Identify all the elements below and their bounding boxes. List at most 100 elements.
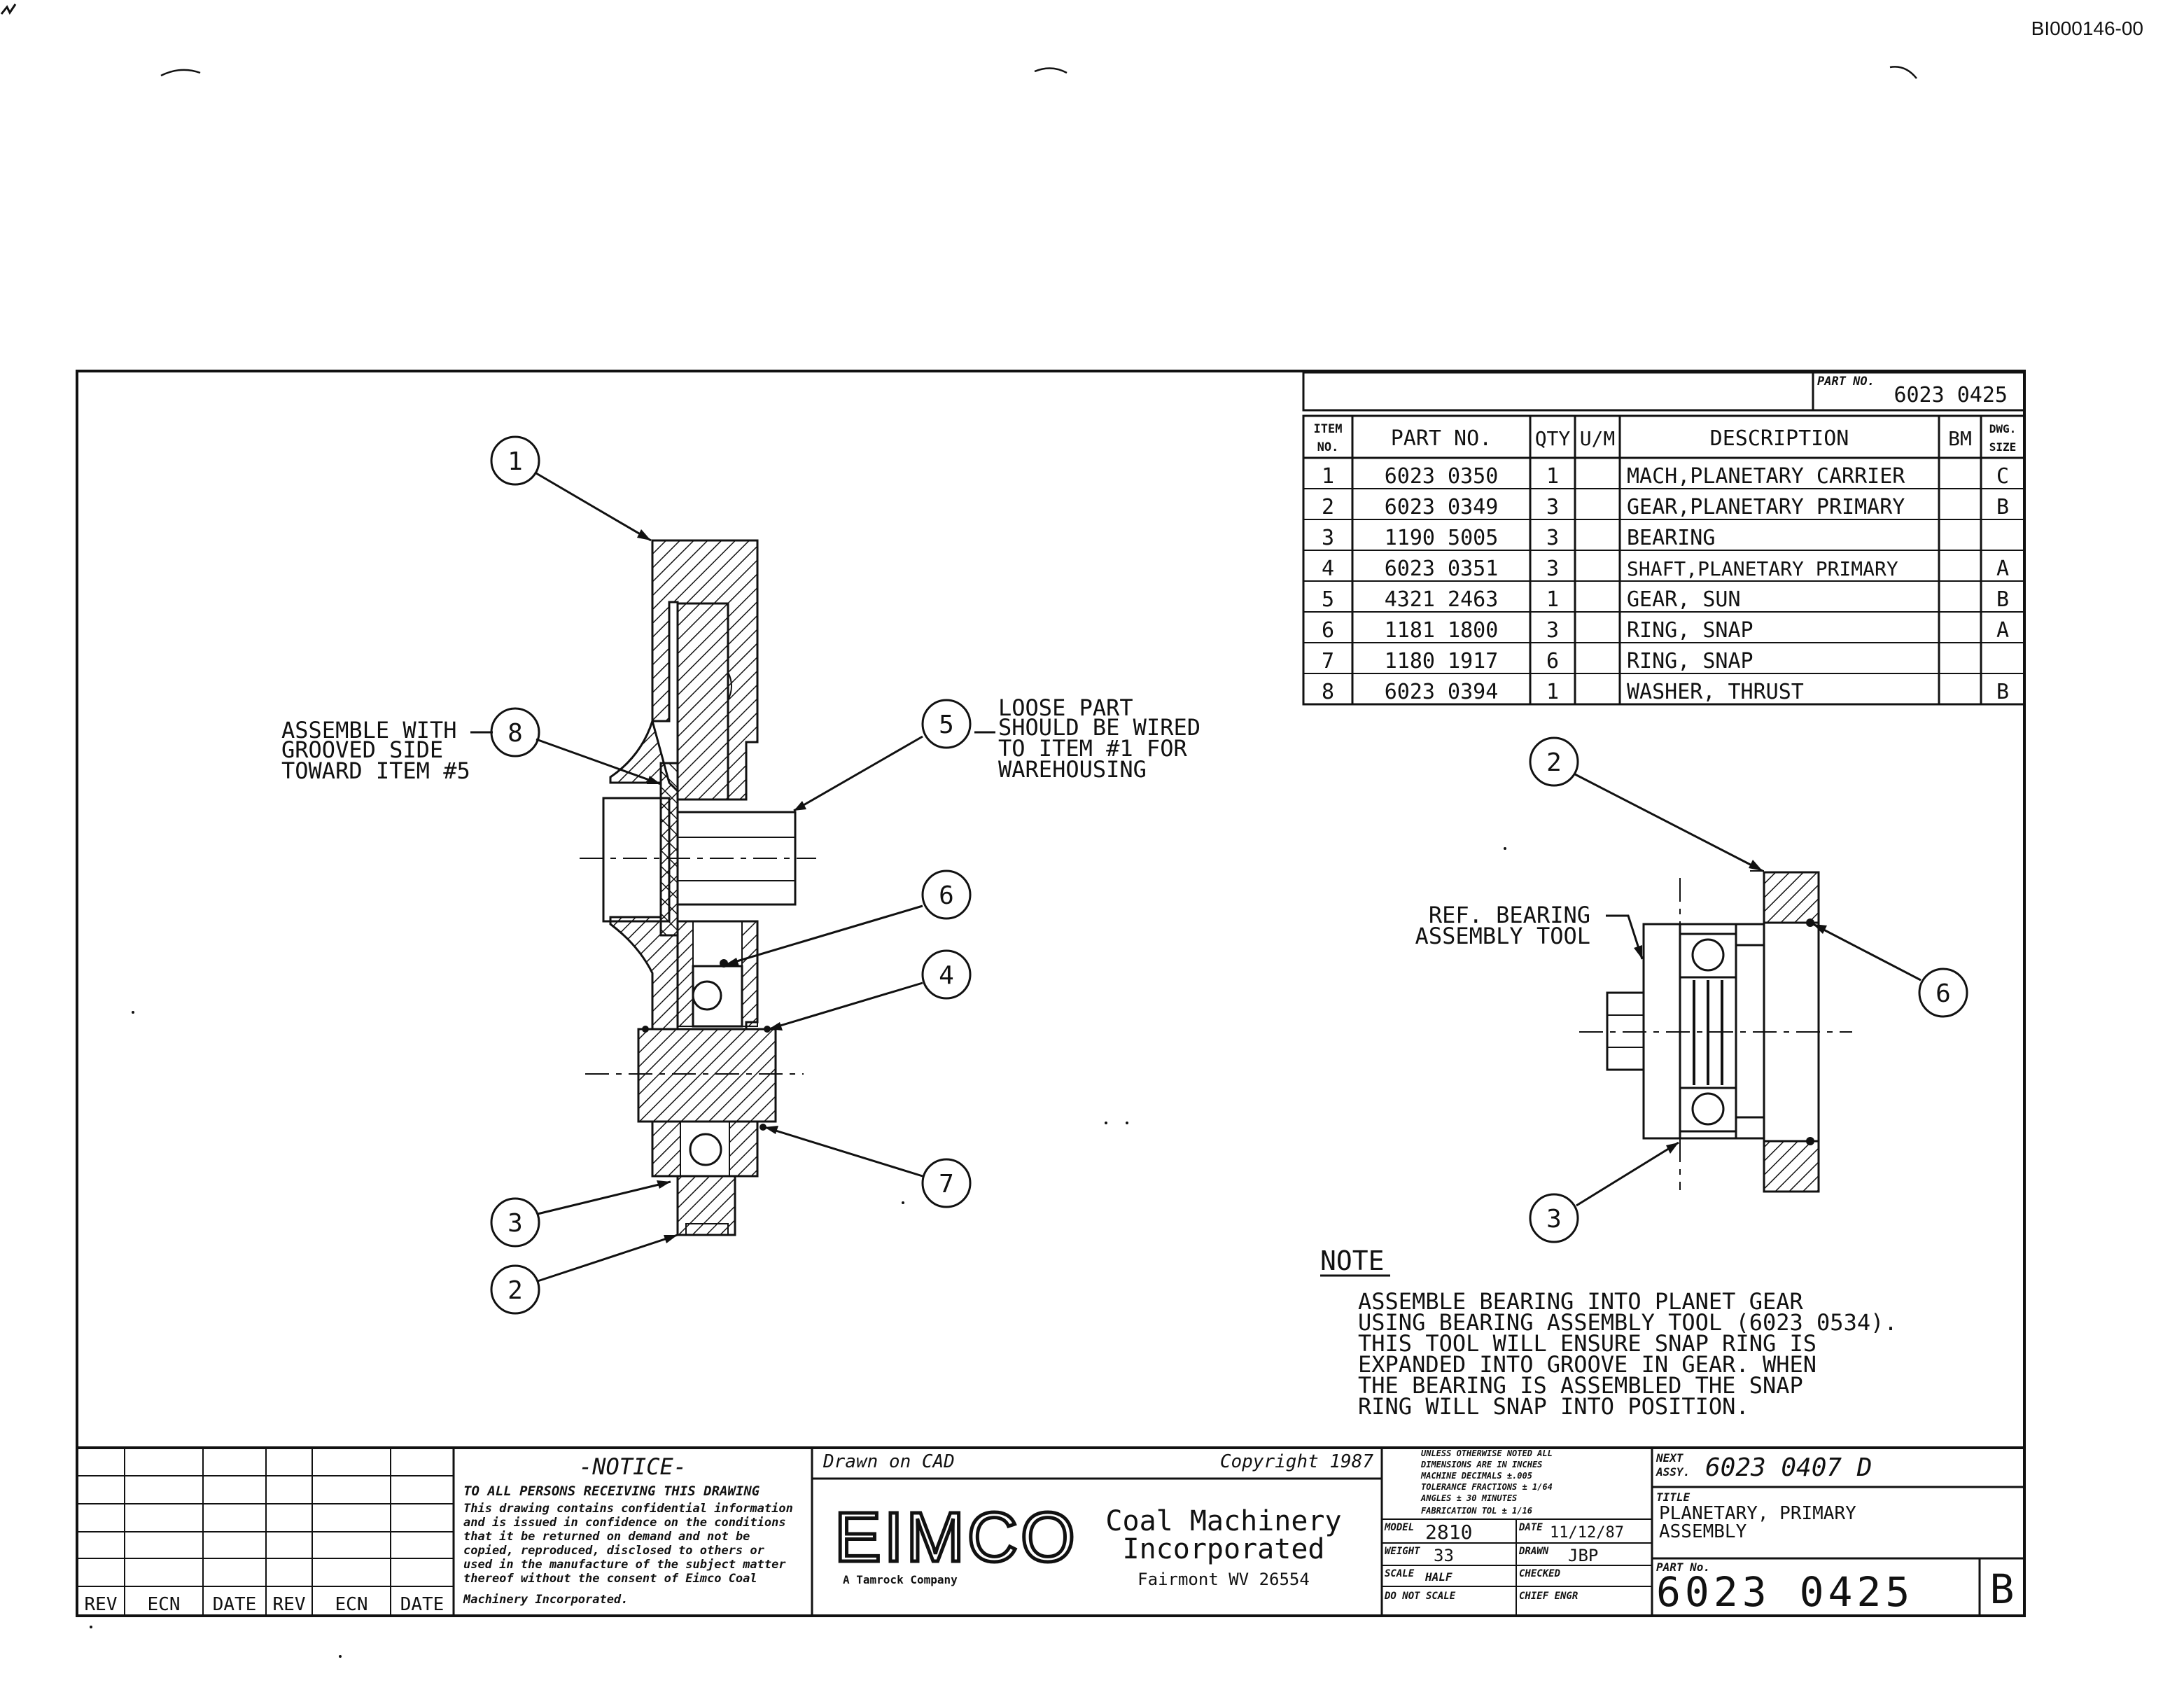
- balloon-label: 6: [939, 881, 954, 910]
- part-no-value: 6023 0425: [1893, 383, 2008, 407]
- bom-cell-dwg: B: [1996, 587, 2009, 612]
- balloon: 7: [921, 1158, 972, 1208]
- company-panel: Drawn on CAD Copyright 1987 EIMCO A Tamr…: [812, 1448, 1383, 1616]
- bom-cell-qty: 3: [1546, 526, 1559, 550]
- carrier-relief: [727, 671, 732, 701]
- svg-text:TITLE: TITLE: [1656, 1490, 1690, 1504]
- bom-cell-item: 6: [1322, 618, 1334, 643]
- bom-cell-dwg: A: [1996, 618, 2009, 643]
- note-block: NOTE ASSEMBLE BEARING INTO PLANET GEAR U…: [1320, 1245, 1898, 1420]
- drawn-on-cad: Drawn on CAD: [822, 1451, 955, 1472]
- weight-value: 33: [1434, 1546, 1454, 1565]
- bom-cell-desc: BEARING: [1627, 526, 1715, 550]
- bom-header-bm: BM: [1948, 427, 1972, 450]
- drawing-title: PLANETARY, PRIMARY: [1659, 1503, 1856, 1524]
- bom-cell-part: 6023 0350: [1385, 464, 1499, 489]
- notice-line: Machinery Incorporated.: [463, 1593, 628, 1607]
- notice-line: used in the manufacture of the subject m…: [463, 1558, 786, 1572]
- bom-cell-part: 6023 0349: [1385, 495, 1499, 519]
- balloon-label: 8: [507, 719, 523, 748]
- svg-text:CHECKED: CHECKED: [1519, 1568, 1560, 1579]
- svg-text:TO ITEM #1 FOR: TO ITEM #1 FOR: [998, 735, 1187, 762]
- bom-row: 5 4321 2463 1 GEAR, SUN B: [1322, 587, 2009, 612]
- bom-cell-qty: 6: [1546, 649, 1559, 673]
- svg-text:MODEL: MODEL: [1384, 1522, 1414, 1533]
- balloon: 3: [1529, 1193, 1579, 1243]
- note-line: EXPANDED INTO GROOVE IN GEAR. WHEN: [1358, 1351, 1816, 1378]
- svg-text:SCALE: SCALE: [1385, 1568, 1415, 1579]
- drawing-border: [76, 370, 2026, 1617]
- balloon: 2: [1529, 736, 1579, 787]
- svg-text:ASSY.: ASSY.: [1656, 1465, 1690, 1479]
- note-line: THIS TOOL WILL ENSURE SNAP RING IS: [1358, 1330, 1816, 1357]
- balloon-label: 3: [507, 1209, 523, 1238]
- bom-cell-part: 1181 1800: [1385, 618, 1499, 643]
- note-line: RING WILL SNAP INTO POSITION.: [1358, 1393, 1749, 1420]
- part-no-label: PART NO.: [1817, 375, 1875, 389]
- bom-cell-item: 8: [1322, 680, 1334, 704]
- bom-header-qty: QTY: [1535, 427, 1571, 450]
- revision-grid: REV ECN DATE REV ECN DATE: [77, 1448, 455, 1616]
- bom-cell-qty: 1: [1546, 680, 1559, 704]
- scan-mark: [0, 4, 17, 15]
- title-block: REV ECN DATE REV ECN DATE -NOTICE- TO AL…: [77, 1446, 2024, 1616]
- bom-cell-desc: RING, SNAP: [1627, 649, 1754, 673]
- balloon: 1: [490, 435, 540, 486]
- bom-cell-desc: GEAR, SUN: [1627, 587, 1741, 612]
- svg-text:DRAWN: DRAWN: [1518, 1546, 1549, 1557]
- balloon-label: 1: [507, 447, 523, 476]
- spec-grid: UNLESS OTHERWISE NOTED ALL DIMENSIONS AR…: [1382, 1448, 1653, 1616]
- bill-of-materials: ITEM NO. PART NO. QTY U/M DESCRIPTION BM…: [1302, 414, 2026, 706]
- sun-gear-bore: [602, 797, 671, 923]
- svg-text:TOWARD ITEM #5: TOWARD ITEM #5: [281, 757, 470, 784]
- svg-text:NEXT: NEXT: [1656, 1451, 1684, 1465]
- bom-row: 3 1190 5005 3 BEARING: [1322, 526, 1715, 550]
- planet-shaft-block: [637, 1028, 777, 1123]
- bom-cell-desc: WASHER, THRUST: [1627, 680, 1804, 704]
- tool-gear-top: [1763, 871, 1820, 924]
- svg-text:WAREHOUSING: WAREHOUSING: [998, 756, 1147, 783]
- ecn-header: ECN: [148, 1594, 181, 1615]
- svg-text:CHIEF ENGR: CHIEF ENGR: [1519, 1591, 1578, 1602]
- svg-text:SHOULD BE WIRED: SHOULD BE WIRED: [998, 714, 1200, 741]
- date-header: DATE: [400, 1594, 444, 1615]
- svg-text:TOLERANCE FRACTIONS ± 1/64: TOLERANCE FRACTIONS ± 1/64: [1421, 1482, 1553, 1492]
- bom-cell-qty: 3: [1546, 495, 1559, 519]
- svg-text:DIMENSIONS ARE IN INCHES: DIMENSIONS ARE IN INCHES: [1420, 1460, 1542, 1469]
- bom-cell-item: 3: [1322, 526, 1334, 550]
- balloon-label: 7: [939, 1170, 954, 1199]
- bom-cell-item: 2: [1322, 495, 1334, 519]
- company-name: Incorporated: [1123, 1533, 1325, 1565]
- bom-cell-part: 1190 5005: [1385, 526, 1499, 550]
- bom-cell-dwg: A: [1996, 557, 2009, 581]
- upper-bearing: [692, 965, 743, 1028]
- bom-cell-qty: 1: [1546, 464, 1559, 489]
- bom-header-dwg: SIZE: [1989, 440, 2017, 454]
- bom-cell-dwg: B: [1996, 495, 2009, 519]
- notice-line: and is issued in confidence on the condi…: [463, 1516, 786, 1530]
- balloon: 3: [490, 1197, 540, 1248]
- bom-cell-dwg: B: [1996, 680, 2009, 704]
- doc-id: BI000146-00: [2031, 18, 2143, 39]
- notice-line: This drawing contains confidential infor…: [463, 1502, 793, 1516]
- lower-bearing-ball: [689, 1133, 722, 1166]
- notice-line: copied, reproduced, disclosed to others …: [463, 1544, 765, 1558]
- scan-mark: [1889, 66, 1917, 79]
- callout-ref-tool: REF. BEARING ASSEMBLY TOOL: [1415, 902, 1590, 949]
- rev-header: REV: [273, 1594, 306, 1615]
- bom-cell-item: 5: [1322, 587, 1334, 612]
- date-value: 11/12/87: [1550, 1524, 1624, 1542]
- svg-text:PART No.: PART No.: [1656, 1560, 1710, 1574]
- bom-cell-part: 6023 0351: [1385, 557, 1499, 581]
- balloon-label: 3: [1546, 1205, 1562, 1234]
- note-title: NOTE: [1320, 1245, 1385, 1276]
- svg-text:LOOSE PART: LOOSE PART: [998, 694, 1133, 721]
- tool-nut: [1606, 991, 1645, 1071]
- part-number-box: PART NO. 6023 0425: [1302, 371, 2026, 412]
- bom-header-description: DESCRIPTION: [1710, 426, 1849, 451]
- drawing-title: ASSEMBLY: [1659, 1521, 1747, 1542]
- svg-text:ASSEMBLE WITH: ASSEMBLE WITH: [281, 717, 456, 743]
- notice-subtitle: TO ALL PERSONS RECEIVING THIS DRAWING: [463, 1483, 760, 1499]
- company-tagline: A Tamrock Company: [843, 1573, 958, 1586]
